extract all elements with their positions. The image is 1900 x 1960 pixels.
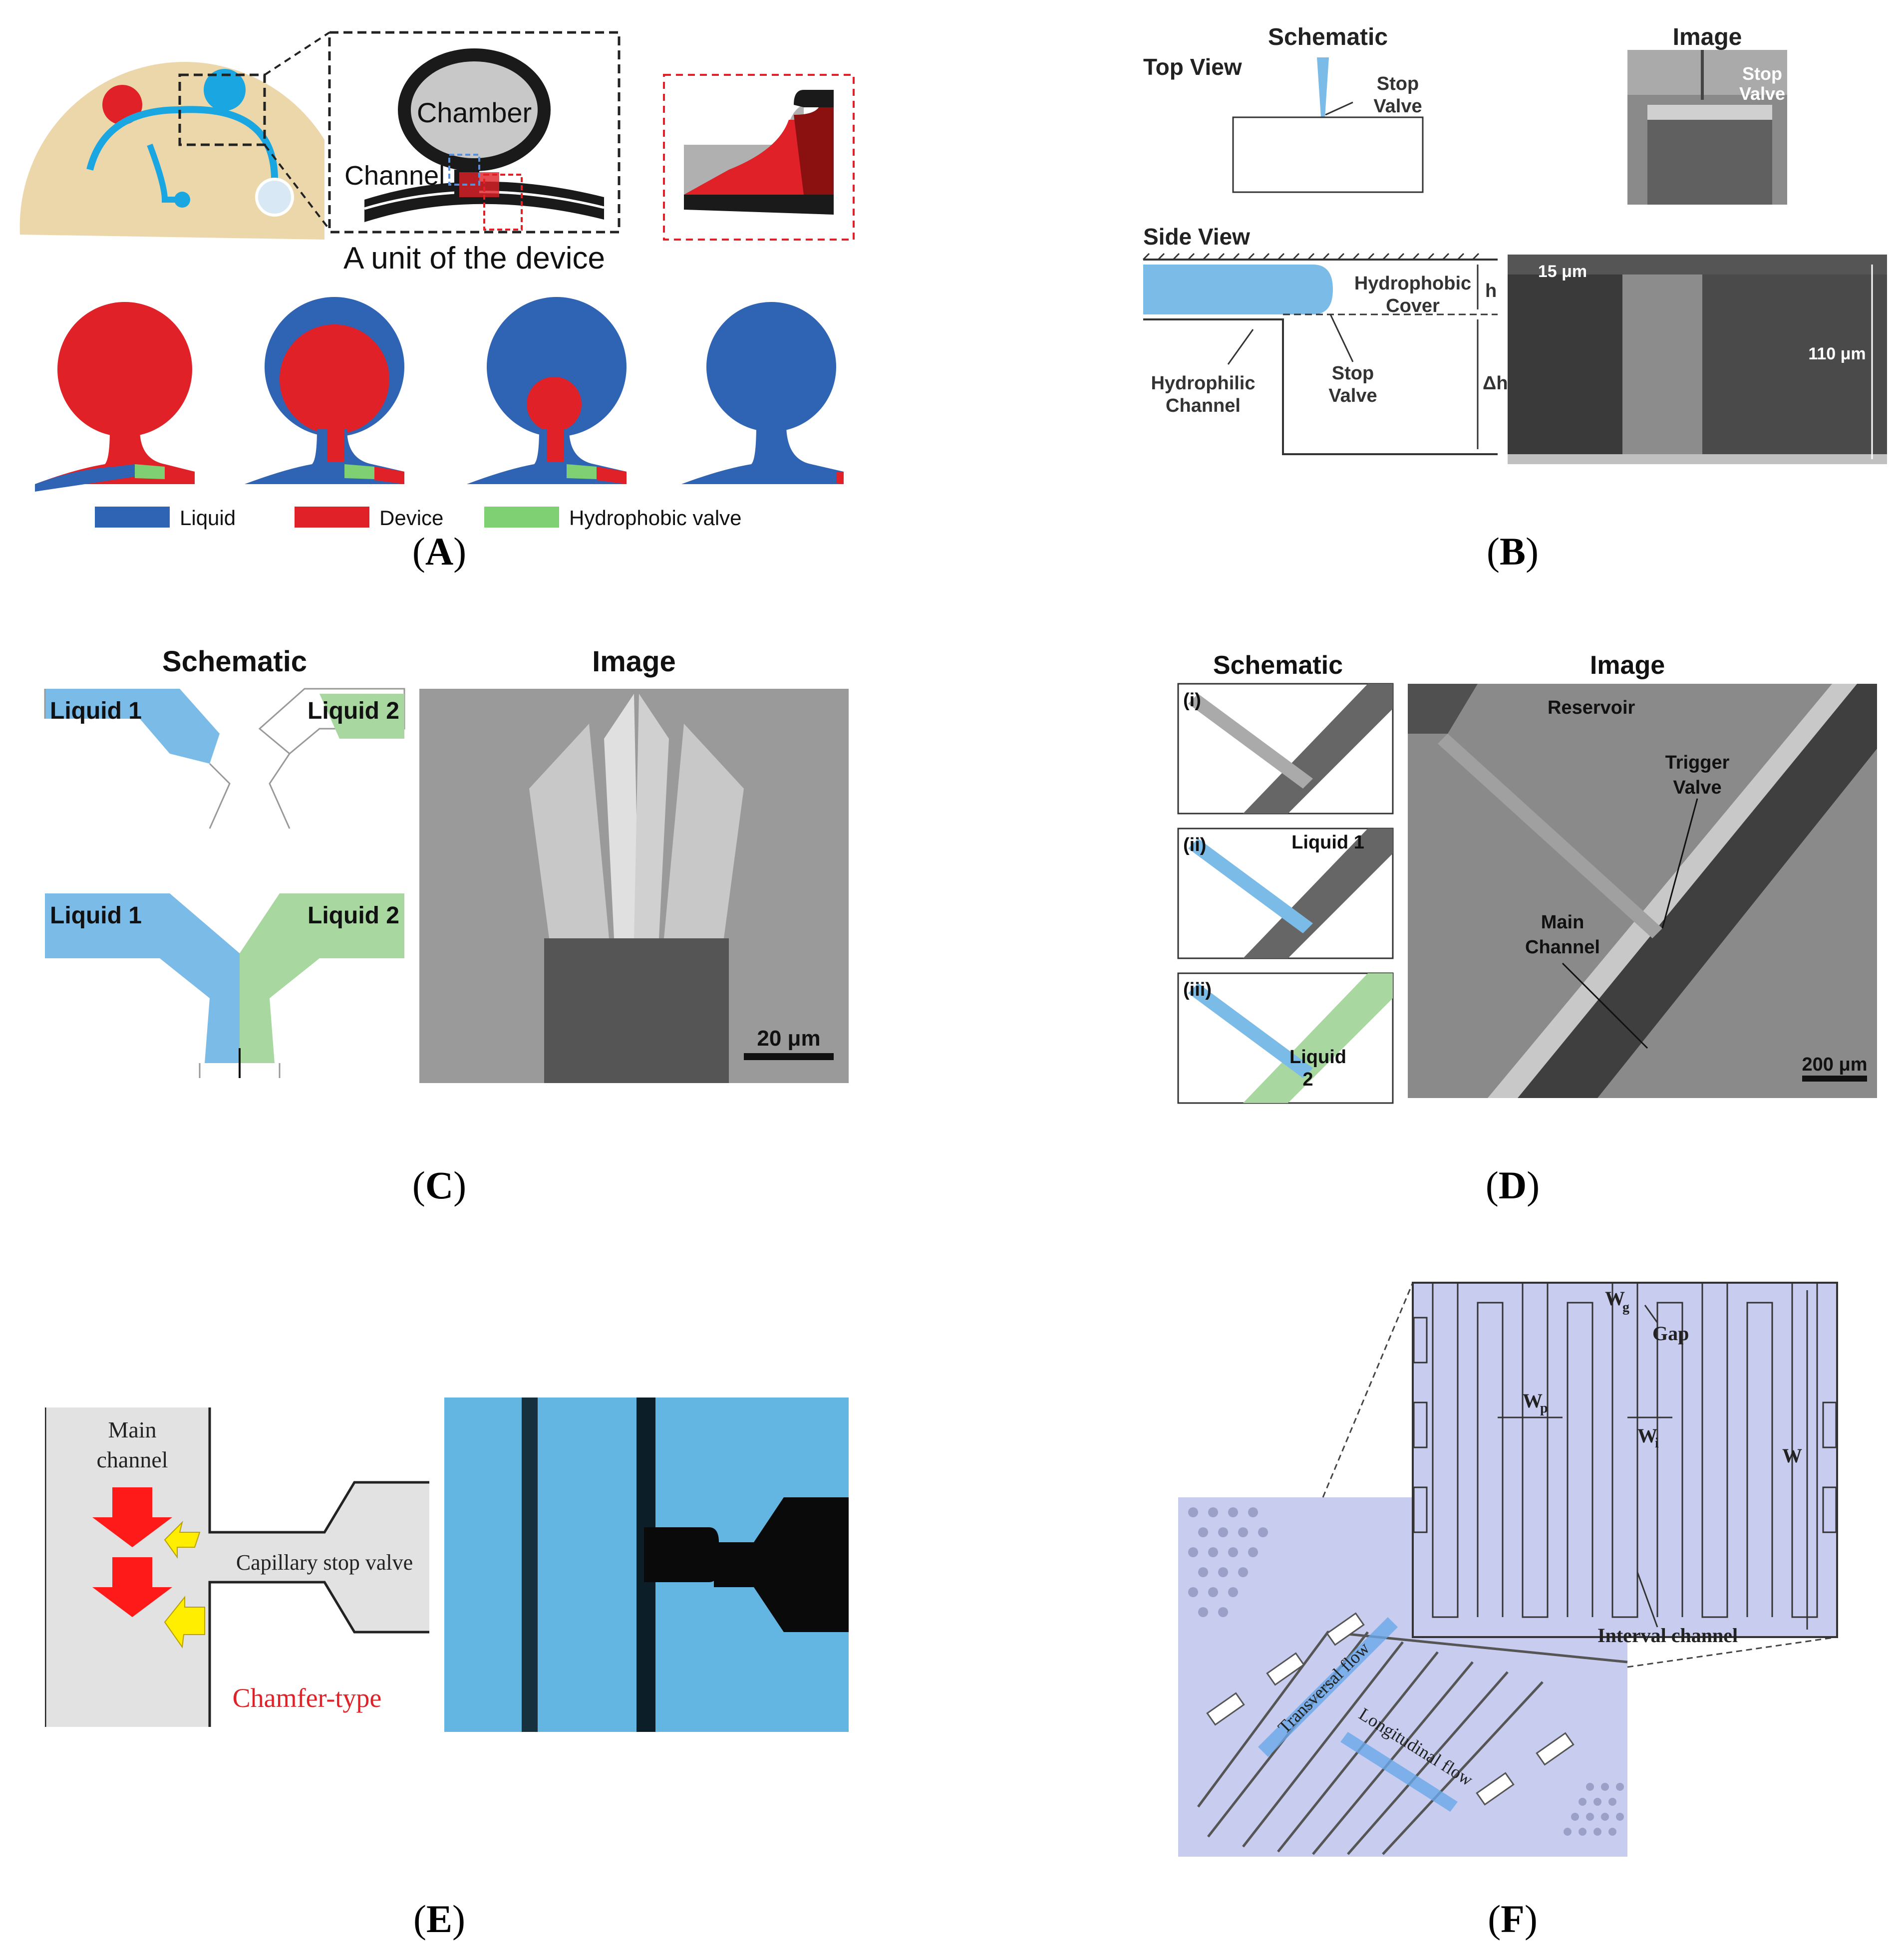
b-image-title: Image	[1673, 24, 1742, 50]
d-image-title: Image	[1590, 651, 1665, 680]
caption-c: (C)	[412, 1163, 467, 1207]
f-zoom-inset	[1412, 1282, 1838, 1638]
d-trigger-1: Trigger	[1665, 752, 1730, 773]
legend-device-swatch	[295, 507, 369, 528]
d-reservoir: Reservoir	[1548, 697, 1635, 718]
legend-device: Device	[379, 506, 443, 530]
fill-stage-1	[35, 302, 195, 492]
capillary-arrow-icon	[164, 1520, 201, 1559]
side-view-label: Side View	[1143, 224, 1250, 250]
c-scale-label: 20 μm	[757, 1026, 820, 1051]
panel-a: Chamber Channel A unit of the device	[15, 20, 884, 579]
fill-stage-3	[467, 297, 627, 484]
c-top-liquid2: Liquid 2	[308, 698, 399, 724]
wg-label: W	[1605, 1287, 1625, 1310]
caption-e: (E)	[413, 1897, 465, 1941]
c-image-title: Image	[592, 645, 676, 678]
legend-liquid-swatch	[95, 507, 170, 528]
b-img-stop-valve-1: Stop	[1742, 63, 1782, 84]
fill-stage-2	[245, 297, 404, 484]
d-step-i: (i)	[1183, 690, 1201, 711]
chamber-shape	[398, 48, 551, 171]
d-trigger-2: Valve	[1673, 777, 1721, 798]
b-cover-2: Cover	[1386, 295, 1440, 316]
dim-15: 15 μm	[1538, 262, 1587, 281]
capillary-arrow-icon	[164, 1596, 205, 1649]
caption-a: (A)	[412, 530, 467, 573]
transversal-flow-arrow	[1258, 1617, 1398, 1757]
b-side-stop-2: Valve	[1328, 385, 1377, 406]
b-schematic-title: Schematic	[1268, 24, 1388, 50]
chamfer-type-label: Chamfer-type	[233, 1683, 382, 1713]
panel-a-figure: Chamber Channel A unit of the device	[19, 31, 855, 530]
w-label: W	[1782, 1444, 1802, 1467]
c-top-liquid1: Liquid 1	[50, 698, 142, 724]
panel-d: Schematic Image (i) (ii) Liquid 1 (iii) …	[1168, 649, 1887, 1118]
b-hydrophilic-1: Hydrophilic	[1151, 373, 1255, 394]
d-schematic-title: Schematic	[1213, 651, 1343, 680]
panel-c-figure: Schematic Image Liquid 1 Liquid 2 Liquid…	[44, 645, 849, 1083]
h-label: h	[1485, 280, 1497, 301]
caption-b: (B)	[1487, 530, 1539, 573]
caption-d: (D)	[1485, 1163, 1540, 1207]
wg-sub: g	[1622, 1300, 1629, 1315]
d-liquid1: Liquid 1	[1291, 832, 1364, 853]
d-liquid2-2: 2	[1302, 1069, 1313, 1090]
top-view-label: Top View	[1143, 54, 1242, 80]
caption-f: (F)	[1488, 1897, 1538, 1941]
panel-f: Transversal flow Longitudinal flow W W p…	[1178, 1273, 1887, 1862]
legend-liquid: Liquid	[180, 506, 236, 530]
device-disc	[19, 62, 325, 240]
e-main-1: Main	[108, 1417, 156, 1442]
panel-b-figure: Schematic Image Top View Stop Valve Stop…	[1142, 24, 1887, 464]
d-step-iii: (iii)	[1183, 979, 1212, 1000]
d-main-2: Channel	[1525, 937, 1600, 958]
wp-sub: p	[1540, 1400, 1548, 1416]
panel-f-figure: Transversal flow Longitudinal flow W W p…	[1178, 1282, 1838, 1857]
capillary-stop-valve-label: Capillary stop valve	[236, 1550, 413, 1575]
panel-d-figure: Schematic Image (i) (ii) Liquid 1 (iii) …	[1177, 651, 1877, 1104]
d-scale-label: 200 μm	[1802, 1054, 1868, 1075]
longitudinal-flow-arrow	[1340, 1732, 1458, 1812]
dim-110: 110 μm	[1808, 344, 1866, 363]
wi-label: W	[1637, 1424, 1657, 1447]
d-step-ii: (ii)	[1183, 835, 1206, 855]
e-main-2: channel	[96, 1447, 168, 1472]
b-img-stop-valve-2: Valve	[1739, 83, 1785, 104]
b-cover-1: Hydrophobic	[1354, 273, 1471, 294]
b-top-stop-valve-1: Stop	[1377, 73, 1419, 94]
legend-valve-swatch	[484, 507, 559, 528]
delta-h-label: Δh	[1483, 373, 1508, 394]
b-hydrophilic-2: Channel	[1166, 395, 1241, 416]
gap-label: Gap	[1652, 1322, 1689, 1345]
d-liquid2-1: Liquid	[1289, 1047, 1346, 1068]
b-side-stop-1: Stop	[1332, 363, 1374, 384]
flow-arrow-icon	[92, 1487, 172, 1547]
panel-c: Schematic Image Liquid 1 Liquid 2 Liquid…	[40, 639, 864, 1128]
c-bot-liquid2: Liquid 2	[308, 902, 399, 929]
c-bot-liquid1: Liquid 1	[50, 902, 142, 929]
interval-channel-label: Interval channel	[1597, 1624, 1738, 1647]
channel-label: Channel	[344, 161, 445, 191]
panel-b: Schematic Image Top View Stop Valve Stop…	[1133, 15, 1892, 514]
wi-sub: i	[1655, 1435, 1659, 1451]
d-main-1: Main	[1541, 912, 1584, 933]
c-schematic-title: Schematic	[162, 645, 307, 678]
legend-valve: Hydrophobic valve	[569, 506, 742, 530]
panel-e: Main channel Capillary stop valve Chamfe…	[45, 1398, 854, 1747]
chamber-label: Chamber	[417, 97, 532, 128]
flow-arrow-icon	[92, 1557, 172, 1617]
blue-reservoir	[204, 69, 246, 111]
wp-label: W	[1523, 1390, 1543, 1412]
fill-stage-4	[681, 302, 844, 484]
panel-e-figure: Main channel Capillary stop valve Chamfe…	[45, 1398, 849, 1732]
unit-caption: A unit of the device	[343, 241, 605, 276]
b-top-stop-valve-2: Valve	[1373, 96, 1422, 117]
